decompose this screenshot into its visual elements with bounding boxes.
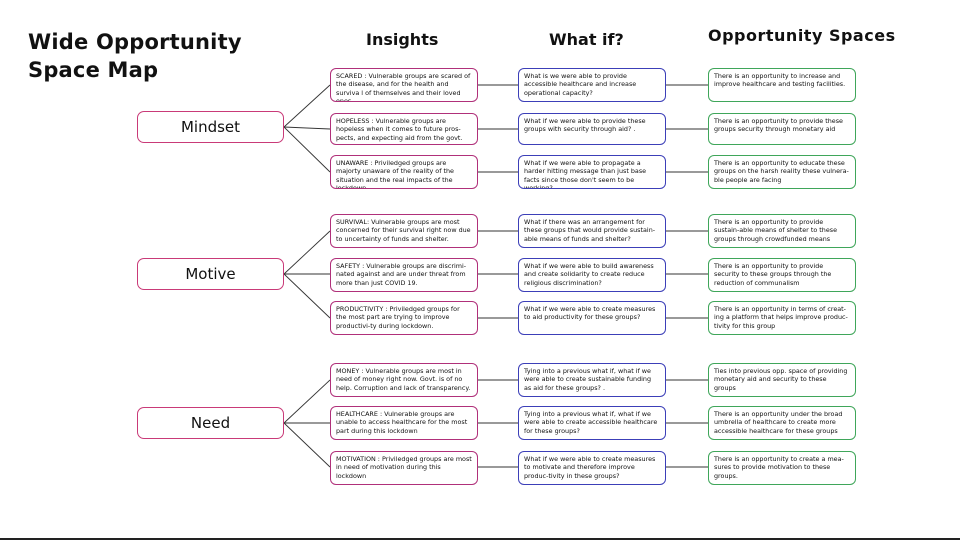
insight-scared: SCARED : Vulnerable groups are scared of… (330, 68, 478, 102)
whatif-header: What if? (549, 30, 624, 49)
opportunity-hopeless: There is an opportunity to provide these… (708, 113, 856, 145)
whatif-motivation: What if we were able to create measures … (518, 451, 666, 485)
opportunity-header: Opportunity Spaces (708, 26, 896, 45)
opportunity-unaware: There is an opportunity to educate these… (708, 155, 856, 189)
opportunity-motivation: There is an opportunity to create a mea-… (708, 451, 856, 485)
whatif-hopeless: What if we were able to provide these gr… (518, 113, 666, 145)
insight-healthcare: HEALTHCARE : Vulnerable groups are unabl… (330, 406, 478, 440)
insight-money: MONEY : Vulnerable groups are most in ne… (330, 363, 478, 397)
bottom-border (0, 538, 960, 540)
opportunity-survival: There is an opportunity to provide susta… (708, 214, 856, 248)
insight-hopeless: HOPELESS : Vulnerable groups are hopeles… (330, 113, 478, 145)
whatif-scared: What is we were able to provide accessib… (518, 68, 666, 102)
opportunity-safety: There is an opportunity to provide secur… (708, 258, 856, 292)
whatif-survival: What if there was an arrangement for the… (518, 214, 666, 248)
whatif-money: Tying into a previous what if, what if w… (518, 363, 666, 397)
opportunity-healthcare: There is an opportunity under the broad … (708, 406, 856, 440)
insight-unaware: UNAWARE : Priviledged groups are majorty… (330, 155, 478, 189)
insight-productivity: PRODUCTIVITY : Priviledged groups for th… (330, 301, 478, 335)
category-mindset: Mindset (137, 111, 284, 143)
opportunity-scared: There is an opportunity to increase and … (708, 68, 856, 102)
insight-safety: SAFETY : Vulnerable groups are discrimi-… (330, 258, 478, 292)
whatif-unaware: What if we were able to propagate a hard… (518, 155, 666, 189)
title-line-2: Space Map (28, 58, 159, 82)
opportunity-productivity: There is an opportunity in terms of crea… (708, 301, 856, 335)
whatif-safety: What if we were able to build awareness … (518, 258, 666, 292)
whatif-healthcare: Tying into a previous what if, what if w… (518, 406, 666, 440)
insight-motivation: MOTIVATION : Priviledged groups are most… (330, 451, 478, 485)
insights-header: Insights (366, 30, 439, 49)
page-title: Wide Opportunity Space Map (28, 28, 242, 84)
insight-survival: SURVIVAL: Vulnerable groups are most con… (330, 214, 478, 248)
category-motive: Motive (137, 258, 284, 290)
whatif-productivity: What if we were able to create measures … (518, 301, 666, 335)
category-need: Need (137, 407, 284, 439)
title-line-1: Wide Opportunity (28, 30, 242, 54)
opportunity-money: Ties into previous opp. space of providi… (708, 363, 856, 397)
